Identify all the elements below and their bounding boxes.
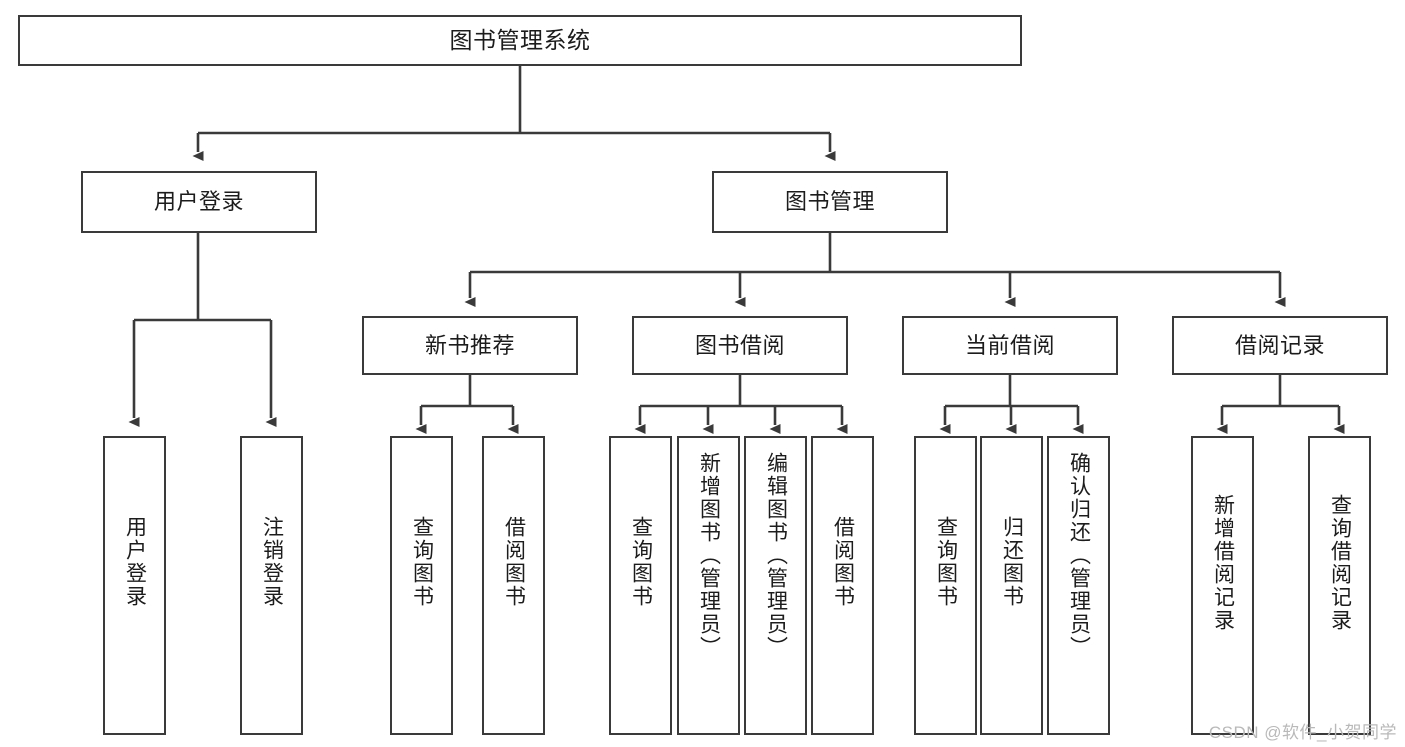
node-book-borrow[interactable]: 图书借阅 bbox=[632, 316, 848, 375]
node-edit-book-admin[interactable]: 编辑图书（管理员） bbox=[744, 436, 807, 735]
node-user-login-label: 用户登录 bbox=[153, 189, 244, 215]
node-add-borrow-record[interactable]: 新增借阅记录 bbox=[1191, 436, 1254, 735]
node-query-book-1-label: 查询图书 bbox=[410, 516, 434, 608]
node-user-login[interactable]: 用户登录 bbox=[81, 171, 317, 233]
node-current-borrow-label: 当前借阅 bbox=[964, 332, 1055, 358]
node-query-borrow-record-label: 查询借阅记录 bbox=[1328, 494, 1352, 632]
node-new-book-recommend-label: 新书推荐 bbox=[424, 332, 515, 358]
node-return-book-label: 归还图书 bbox=[1000, 516, 1024, 608]
watermark: CSDN @软件_小贺同学 bbox=[1208, 723, 1397, 742]
node-confirm-return-admin-label: 确认归还（管理员） bbox=[1067, 452, 1091, 659]
node-logout-leaf-label: 注销登录 bbox=[260, 516, 284, 608]
node-add-book-admin-label: 新增图书（管理员） bbox=[697, 452, 721, 659]
node-add-borrow-record-label: 新增借阅记录 bbox=[1211, 494, 1235, 632]
node-query-book-3-label: 查询图书 bbox=[934, 516, 958, 608]
node-root-label: 图书管理系统 bbox=[449, 26, 591, 53]
node-query-book-3[interactable]: 查询图书 bbox=[914, 436, 977, 735]
node-borrow-book-2[interactable]: 借阅图书 bbox=[811, 436, 874, 735]
node-borrow-record[interactable]: 借阅记录 bbox=[1172, 316, 1388, 375]
node-user-login-leaf-label: 用户登录 bbox=[123, 516, 147, 608]
node-borrow-book-2-label: 借阅图书 bbox=[831, 516, 855, 608]
node-query-book-2-label: 查询图书 bbox=[629, 516, 653, 608]
node-logout-leaf[interactable]: 注销登录 bbox=[240, 436, 303, 735]
node-user-login-leaf[interactable]: 用户登录 bbox=[103, 436, 166, 735]
node-book-management-label: 图书管理 bbox=[784, 189, 875, 215]
node-borrow-book-1-label: 借阅图书 bbox=[502, 516, 526, 608]
node-borrow-record-label: 借阅记录 bbox=[1234, 332, 1325, 358]
node-query-book-1[interactable]: 查询图书 bbox=[390, 436, 453, 735]
node-current-borrow[interactable]: 当前借阅 bbox=[902, 316, 1118, 375]
node-return-book[interactable]: 归还图书 bbox=[980, 436, 1043, 735]
node-borrow-book-1[interactable]: 借阅图书 bbox=[482, 436, 545, 735]
node-root[interactable]: 图书管理系统 bbox=[18, 15, 1022, 66]
node-book-management[interactable]: 图书管理 bbox=[712, 171, 948, 233]
node-book-borrow-label: 图书借阅 bbox=[694, 332, 785, 358]
node-new-book-recommend[interactable]: 新书推荐 bbox=[362, 316, 578, 375]
node-query-book-2[interactable]: 查询图书 bbox=[609, 436, 672, 735]
node-add-book-admin[interactable]: 新增图书（管理员） bbox=[677, 436, 740, 735]
node-confirm-return-admin[interactable]: 确认归还（管理员） bbox=[1047, 436, 1110, 735]
node-edit-book-admin-label: 编辑图书（管理员） bbox=[764, 452, 788, 659]
node-query-borrow-record[interactable]: 查询借阅记录 bbox=[1308, 436, 1371, 735]
